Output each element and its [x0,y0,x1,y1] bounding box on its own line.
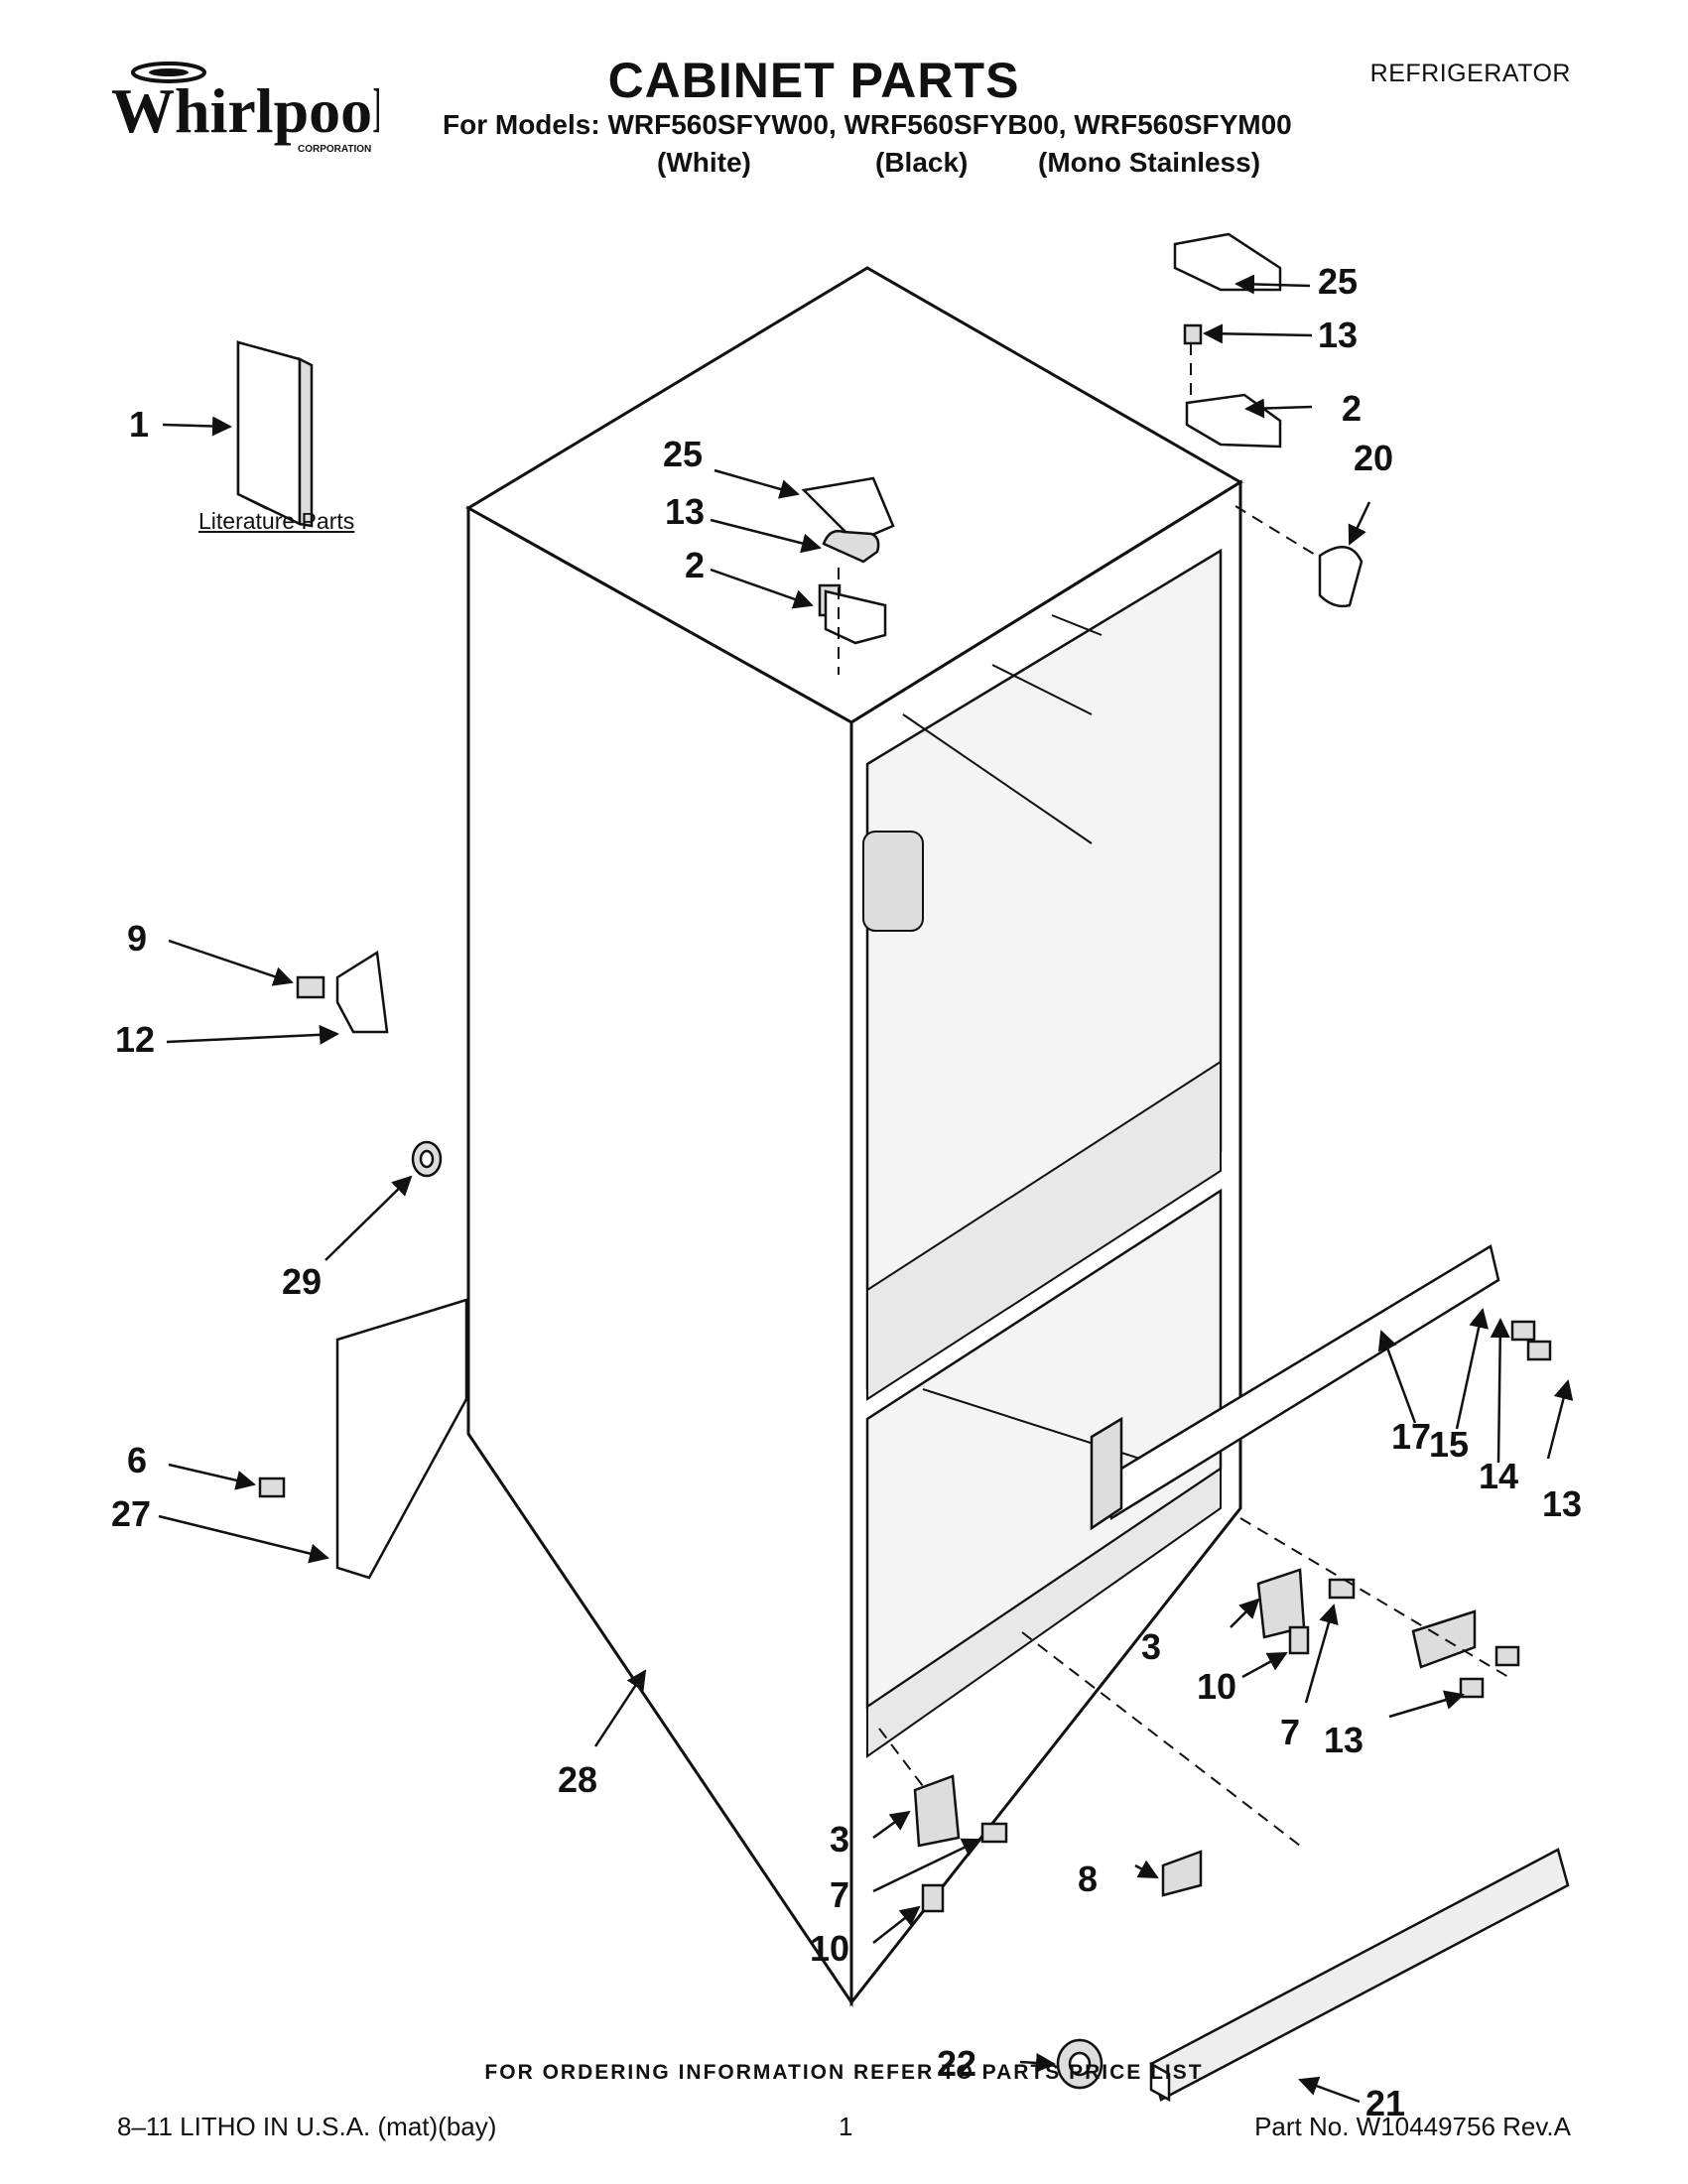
model-list: For Models: WRF560SFYW00, WRF560SFYB00, … [443,109,1292,140]
callout-label: 2 [685,545,705,585]
litho-info: 8–11 LITHO IN U.S.A. (mat)(bay) [117,2112,497,2141]
bottom-parts [913,1320,1570,2103]
callout-label: 3 [830,1819,849,1860]
callout-label: 27 [111,1493,151,1534]
leader-arrows [158,274,1574,2104]
callout-label: 7 [1280,1712,1300,1752]
callout-label: 25 [1318,261,1358,302]
callout-label: 9 [127,918,147,959]
callout-label: 2 [1342,388,1362,429]
top-hinge-right [1173,232,1282,449]
left-side-parts [258,950,468,1580]
callout-label: 6 [127,1440,147,1480]
callout-labels: 1 25 13 2 25 13 2 20 9 12 29 6 27 28 17 … [111,261,1582,2123]
callout-label: 7 [830,1874,849,1915]
variant-white: (White) [657,147,751,178]
whirlpool-logo: Whirlpool CORPORATION [111,62,379,155]
callout-label: 13 [1542,1483,1582,1524]
ordering-note: FOR ORDERING INFORMATION REFER TO PARTS … [484,2061,1204,2084]
toe-grille-bar [1090,1244,1500,1531]
variant-stainless: (Mono Stainless) [1038,147,1261,178]
callout-label: 3 [1141,1626,1161,1667]
hinge-cover [1318,546,1363,608]
brand-wordmark: Whirlpool [111,75,379,146]
callout-label: 1 [129,404,149,445]
brand-subtitle: CORPORATION [298,144,371,155]
callout-label: 25 [663,434,703,474]
callout-label: 17 [1391,1416,1431,1457]
callout-label: 13 [665,491,705,532]
callout-label: 28 [558,1759,597,1800]
callout-label: 21 [1365,2083,1405,2123]
callout-label: 10 [1197,1666,1236,1707]
callout-label: 15 [1429,1424,1469,1465]
callout-label: 13 [1324,1720,1363,1760]
callout-label: 22 [937,2043,976,2084]
document-type: REFRIGERATOR [1369,60,1571,87]
page-title: CABINET PARTS [607,53,1020,108]
literature-booklet [236,340,314,528]
callout-label: 10 [810,1928,849,1969]
page-number: 1 [839,2112,853,2141]
callout-label: 29 [282,1261,322,1302]
callout-label: 14 [1479,1456,1518,1496]
callout-label: 13 [1318,315,1358,355]
part-number: Part No. W10449756 Rev.A [1254,2112,1571,2141]
callout-label: 12 [115,1019,155,1060]
callout-label: 8 [1078,1859,1098,1899]
top-hinge-left [801,476,895,645]
callout-label: 20 [1354,438,1393,478]
literature-parts-label: Literature Parts [198,508,355,534]
variant-black: (Black) [875,147,969,178]
assembly-lines [838,343,1509,1847]
